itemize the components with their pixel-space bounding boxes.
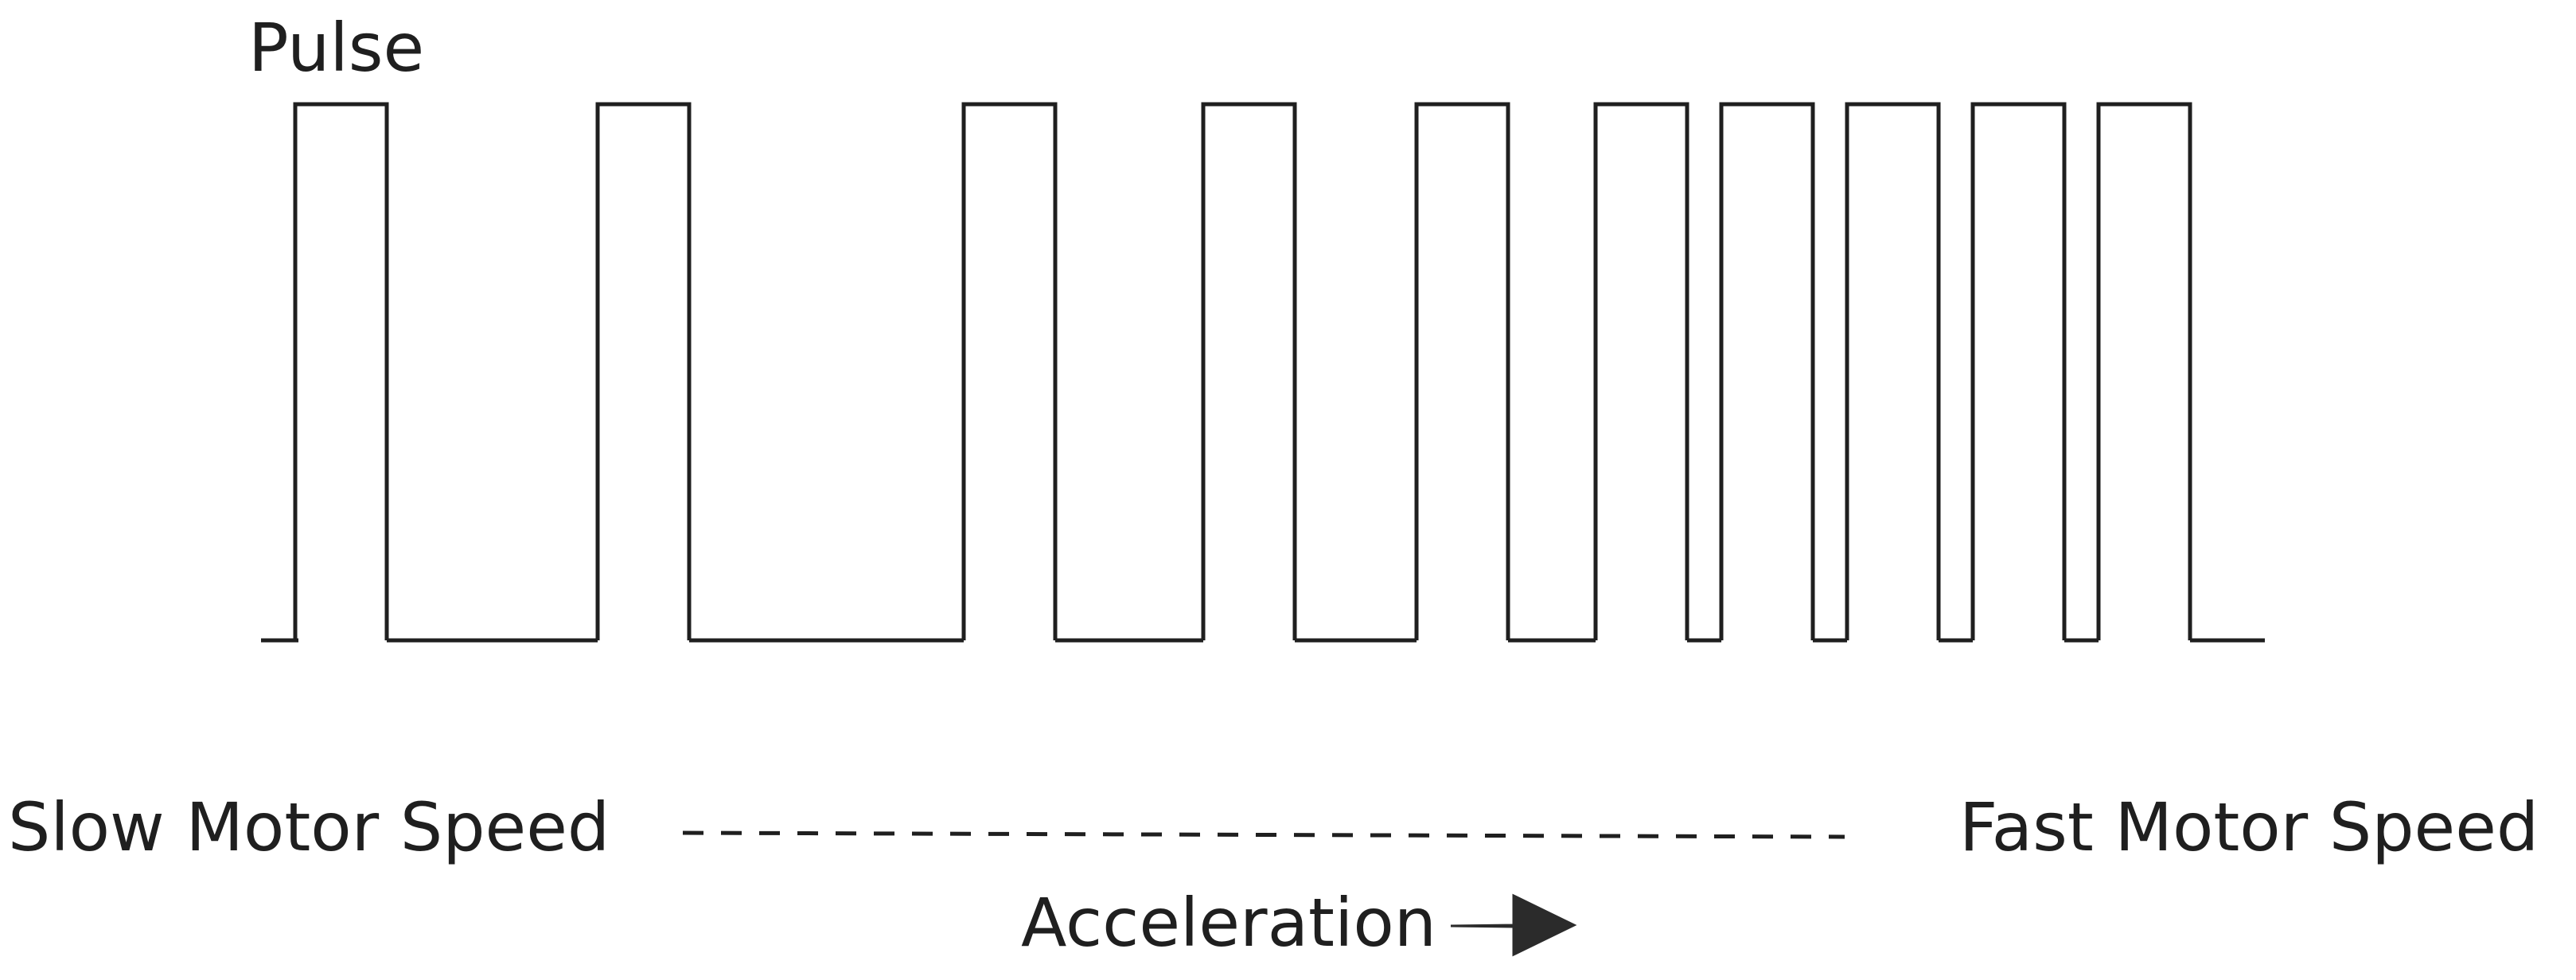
acceleration-arrow bbox=[1450, 893, 1577, 957]
fast-motor-speed-label: Fast Motor Speed bbox=[1959, 788, 2539, 866]
pulse-waveform bbox=[261, 102, 2265, 643]
pulse-train bbox=[261, 102, 2265, 643]
slow-motor-speed-label: Slow Motor Speed bbox=[8, 788, 610, 866]
acceleration-label: Acceleration bbox=[1021, 884, 1436, 962]
pulse-title: Pulse bbox=[248, 9, 425, 87]
speed-dashed-line bbox=[682, 830, 1845, 839]
